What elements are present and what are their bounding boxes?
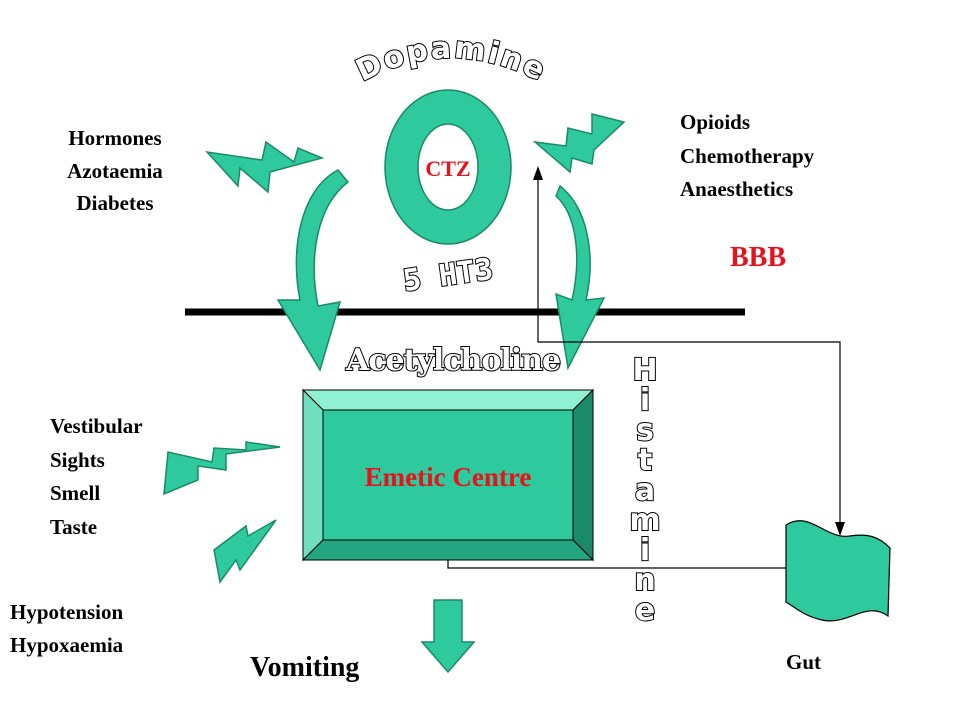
ctz-ring	[384, 89, 512, 245]
arrowhead-up	[533, 166, 543, 180]
gut-label: Gut	[786, 650, 821, 675]
lightning-bolt-icon	[532, 113, 626, 174]
emetic-centre-box	[301, 388, 595, 562]
emetic-centre-label: Emetic Centre	[365, 462, 532, 492]
lightning-bolt-icon	[163, 441, 281, 496]
cause-item: Hypotension	[10, 600, 124, 624]
right-top-causes: Opioids Chemotherapy Anaesthetics	[680, 106, 814, 207]
histamine-letter: a	[635, 473, 655, 508]
histamine-letter: t	[638, 443, 652, 478]
cause-item: Azotaemia	[67, 158, 163, 183]
down-arrow-icon	[420, 599, 476, 674]
cause-item: Diabetes	[76, 191, 154, 216]
gut-flag-icon	[785, 520, 891, 622]
arrowhead-down	[835, 522, 845, 536]
lightning-bolt-icon	[205, 140, 325, 194]
dopamine-text: Dopamine	[351, 30, 552, 89]
left-mid-causes: Vestibular Sights Smell Taste	[50, 410, 143, 544]
left-bottom-causes: Hypotension Hypoxaemia	[10, 596, 123, 661]
ht3-text: 5 HT3	[401, 252, 495, 299]
curved-arrow-icon	[276, 169, 350, 372]
histamine-letter: n	[634, 563, 655, 598]
bbb-text: BBB	[730, 242, 787, 273]
cause-item: Smell	[50, 481, 101, 506]
cause-item: Hypoxaemia	[10, 632, 124, 657]
left-top-causes: Hormones Azotaemia Diabetes	[30, 122, 200, 220]
gut-to-ctz-line	[537, 178, 841, 528]
cause-item: Anaesthetics	[680, 177, 794, 202]
histamine-letter: H	[632, 353, 657, 388]
cause-item: Chemotherapy	[680, 143, 815, 168]
ht3-label: 5 HT3	[401, 252, 495, 299]
dopamine-label: Dopamine	[351, 30, 552, 89]
emetic-centre-text: Emetic Centre	[365, 462, 532, 492]
vomiting-text: Vomiting	[250, 652, 360, 683]
histamine-letter: i	[640, 533, 650, 568]
acetylcholine-text: Acetylcholine	[345, 343, 560, 378]
histamine-letter: m	[629, 503, 660, 538]
gut-text: Gut	[786, 650, 822, 674]
lightning-bolt-icon	[213, 519, 277, 584]
histamine-letter: s	[636, 413, 654, 448]
vomiting-label: Vomiting	[250, 652, 359, 684]
histamine-letter: e	[635, 593, 655, 628]
cause-item: Taste	[50, 514, 98, 539]
ctz-label: CTZ	[408, 156, 488, 182]
cause-item: Vestibular	[50, 414, 143, 438]
bbb-label: BBB	[730, 242, 786, 274]
cause-item: Opioids	[680, 110, 751, 134]
cause-item: Sights	[50, 447, 105, 472]
histamine-letter: i	[640, 383, 650, 418]
ctz-text: CTZ	[425, 156, 471, 181]
curved-arrow-icon	[555, 184, 606, 371]
acetylcholine-label: Acetylcholine	[345, 343, 560, 378]
cause-item: Hormones	[68, 126, 162, 150]
